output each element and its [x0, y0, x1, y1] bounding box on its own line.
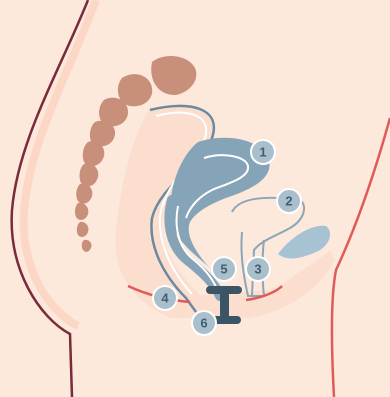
marker-2: 2	[277, 189, 301, 213]
marker-3: 3	[246, 257, 270, 281]
marker-1-label: 1	[259, 145, 266, 160]
vertebra	[75, 203, 88, 220]
front-outline	[332, 118, 390, 397]
vertebra	[82, 240, 92, 252]
marker-1: 1	[251, 140, 275, 164]
marker-4-label: 4	[161, 291, 169, 306]
vertebra	[80, 164, 99, 187]
vertebra	[83, 141, 105, 166]
marker-2-label: 2	[285, 194, 292, 209]
vertebra	[76, 184, 92, 204]
vertebra	[151, 56, 196, 95]
device-stem	[220, 292, 229, 318]
marker-6-label: 6	[200, 316, 207, 331]
marker-5: 5	[212, 257, 236, 281]
marker-3-label: 3	[254, 262, 261, 277]
marker-6: 6	[192, 311, 216, 335]
marker-4: 4	[153, 286, 177, 310]
vertebra	[77, 222, 89, 237]
marker-5-label: 5	[220, 262, 227, 277]
